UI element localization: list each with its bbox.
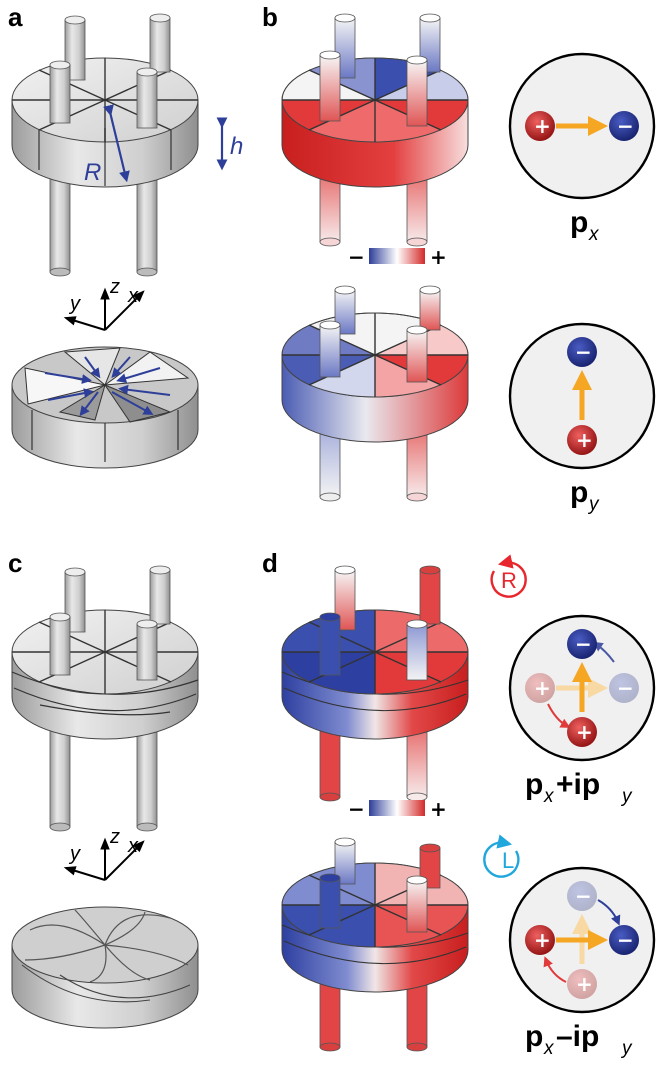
charge-plus: + — [576, 428, 593, 452]
twisted-disk — [11, 906, 199, 1029]
field-px — [281, 13, 469, 247]
mode-px-minus-ipy-op: –ip — [556, 1020, 599, 1053]
charge-plus: + — [534, 928, 551, 952]
mode-px-sub: x — [588, 224, 600, 245]
field-px-minus-ipy — [281, 837, 469, 1052]
dipole-py: + − — [508, 322, 656, 470]
charge-minus: − — [575, 632, 592, 656]
disk-cross-section — [11, 346, 199, 469]
colorbar-d: − + — [348, 797, 447, 821]
radius-arrow — [103, 104, 130, 183]
charge-plus-faint: + — [576, 972, 593, 996]
rotation-right-icon: R — [490, 554, 527, 598]
panel-label-a: a — [8, 2, 23, 32]
mode-py-main: p — [570, 476, 588, 509]
panel-label-d: d — [262, 548, 278, 578]
colorbar-b: − + — [348, 245, 447, 269]
charge-minus: − — [617, 114, 634, 138]
axis-x-label: x — [127, 835, 139, 857]
field-px-plus-ipy — [281, 565, 469, 802]
field-py — [281, 285, 469, 502]
axes-triad-a: z x y — [63, 276, 145, 331]
radius-label: R — [84, 159, 101, 186]
colorbar-plus-label: + — [430, 245, 447, 269]
rotation-left-label: L — [502, 848, 514, 873]
mode-label-px-plus-ipy: p x +ip y — [525, 768, 633, 807]
axis-x-label: x — [127, 285, 139, 307]
mode-px-main: p — [570, 206, 588, 239]
dipole-px: + − — [508, 52, 656, 200]
charge-plus: + — [576, 720, 593, 744]
mode-px-plus-ipy-p1: p — [525, 768, 543, 801]
mode-px-plus-ipy-op: +ip — [556, 768, 600, 801]
resonator-c — [11, 565, 199, 832]
mode-px-plus-ipy-s2: y — [620, 786, 633, 807]
resonator-a: R h — [11, 13, 243, 277]
charge-minus: − — [575, 340, 592, 364]
height-label: h — [230, 133, 243, 160]
panel-label-c: c — [8, 548, 22, 578]
charge-plus-faint: + — [534, 676, 551, 700]
colorbar-minus-label: − — [348, 245, 365, 269]
colorbar-plus-label: + — [430, 797, 447, 821]
mode-label-px-minus-ipy: p x –ip y — [525, 1020, 633, 1059]
charge-minus-faint: − — [575, 884, 592, 908]
axes-triad-c: z x y — [63, 826, 145, 881]
mode-px-minus-ipy-p1: p — [525, 1020, 543, 1053]
charge-minus: − — [617, 928, 634, 952]
charge-plus: + — [534, 114, 551, 138]
axis-y-label: y — [68, 293, 81, 315]
mode-label-px: p x — [570, 206, 600, 245]
axis-y-label: y — [68, 843, 81, 865]
mode-px-minus-ipy-s2: y — [620, 1038, 633, 1059]
mode-px-plus-ipy-s1: x — [543, 786, 555, 807]
charge-minus-faint: − — [617, 676, 634, 700]
axis-z-label: z — [109, 826, 120, 848]
axis-z-label: z — [109, 276, 120, 298]
mode-label-py: p y — [570, 476, 600, 515]
dipole-px-minus-ipy: − + + − — [508, 866, 656, 1014]
mode-px-minus-ipy-s1: x — [543, 1038, 555, 1059]
mode-py-sub: y — [587, 494, 600, 515]
rotation-right-label: R — [501, 568, 517, 593]
rotation-left-icon: L — [483, 834, 520, 878]
colorbar-minus-label: − — [348, 797, 365, 821]
panel-label-b: b — [262, 2, 278, 32]
dipole-px-plus-ipy: + − + − — [508, 614, 656, 762]
